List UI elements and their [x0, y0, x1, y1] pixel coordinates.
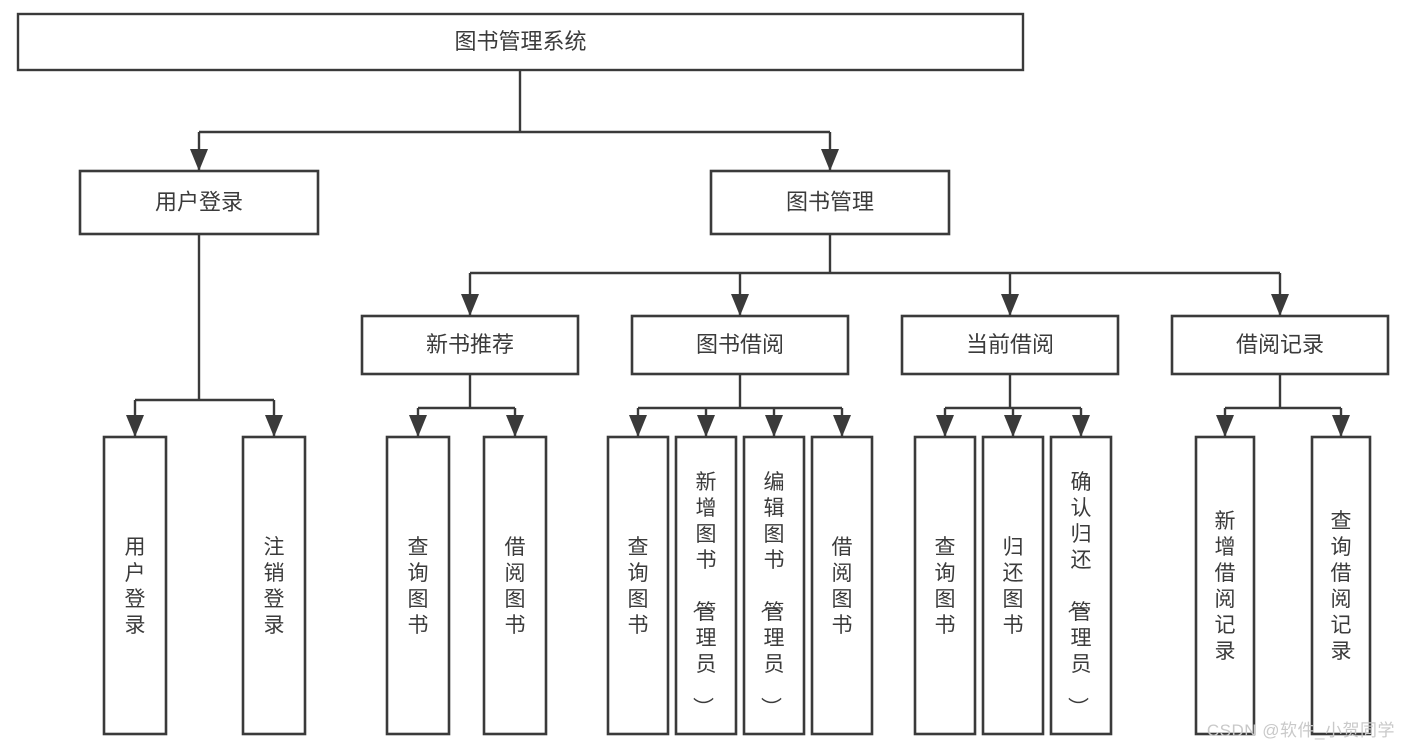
- node-box: [810, 435, 874, 736]
- node-box: [78, 169, 320, 236]
- node-label: 注销登录: [264, 536, 285, 637]
- node-box: [16, 12, 1025, 72]
- node-leaf-logout-login[interactable]: 注销登录: [241, 435, 307, 736]
- node-current-borrow[interactable]: 当前借阅: [900, 314, 1120, 376]
- node-label: 查询借阅记录: [1331, 510, 1352, 663]
- node-box: [630, 314, 850, 376]
- node-borrow-record[interactable]: 借阅记录: [1170, 314, 1390, 376]
- node-leaf-borrow-book-recommend[interactable]: 借阅图书: [482, 435, 548, 736]
- node-label: 借阅记录: [1236, 332, 1324, 357]
- node-leaf-query-book-current[interactable]: 查询图书: [913, 435, 977, 736]
- node-box: [913, 435, 977, 736]
- connector-group: [190, 70, 839, 171]
- node-box: [241, 435, 307, 736]
- node-leaf-add-book-admin[interactable]: 新增图书（管理员）: [674, 435, 738, 736]
- node-leaf-add-borrow-record[interactable]: 新增借阅记录: [1194, 435, 1256, 736]
- node-label: 编辑图书（管理员）: [759, 471, 785, 718]
- node-new-book-recommend[interactable]: 新书推荐: [360, 314, 580, 376]
- node-box: [709, 169, 951, 236]
- node-box: [742, 435, 806, 736]
- node-label: 新增图书（管理员）: [691, 471, 717, 718]
- node-label: 当前借阅: [966, 332, 1054, 357]
- node-leaf-edit-book-admin[interactable]: 编辑图书（管理员）: [742, 435, 806, 736]
- node-box: [981, 435, 1045, 736]
- node-label: 归还图书: [1003, 536, 1024, 637]
- node-label: 查询图书: [408, 536, 429, 637]
- node-box: [1170, 314, 1390, 376]
- node-user-login[interactable]: 用户登录: [78, 169, 320, 236]
- node-label: 新书推荐: [426, 332, 514, 357]
- node-book-borrow[interactable]: 图书借阅: [630, 314, 850, 376]
- connector-group: [629, 374, 851, 437]
- connector-group: [936, 374, 1090, 437]
- node-label: 图书管理: [786, 189, 874, 214]
- connector-group: [461, 234, 1289, 316]
- node-root[interactable]: 图书管理系统: [16, 12, 1025, 72]
- node-box: [900, 314, 1120, 376]
- node-leaf-query-borrow-record[interactable]: 查询借阅记录: [1310, 435, 1372, 736]
- node-box: [385, 435, 451, 736]
- node-leaf-query-book-borrow[interactable]: 查询图书: [606, 435, 670, 736]
- node-label: 借阅图书: [505, 536, 526, 637]
- connector-group: [1216, 374, 1350, 437]
- connector-group: [126, 234, 283, 437]
- node-label: 确认归还（管理员）: [1066, 471, 1092, 718]
- node-label: 查询图书: [628, 536, 649, 637]
- node-box: [102, 435, 168, 736]
- node-label: 用户登录: [125, 536, 146, 637]
- node-label: 借阅图书: [832, 536, 853, 637]
- node-label: 图书管理系统: [454, 29, 586, 54]
- node-label: 查询图书: [935, 536, 956, 637]
- node-box: [674, 435, 738, 736]
- watermark-text: CSDN @软件_小贺同学: [1206, 721, 1395, 740]
- node-box: [360, 314, 580, 376]
- node-box: [1310, 435, 1372, 736]
- node-box: [1049, 435, 1113, 736]
- node-box: [1194, 435, 1256, 736]
- node-leaf-return-book[interactable]: 归还图书: [981, 435, 1045, 736]
- node-label: 用户登录: [155, 189, 243, 214]
- node-layer: 图书管理系统用户登录图书管理新书推荐图书借阅当前借阅借阅记录用户登录注销登录查询…: [16, 12, 1390, 736]
- node-leaf-borrow-book[interactable]: 借阅图书: [810, 435, 874, 736]
- node-label: 图书借阅: [696, 332, 784, 357]
- connector-group: [409, 374, 524, 437]
- node-leaf-confirm-return-admin[interactable]: 确认归还（管理员）: [1049, 435, 1113, 736]
- node-book-manage[interactable]: 图书管理: [709, 169, 951, 236]
- node-box: [606, 435, 670, 736]
- node-leaf-query-book-recommend[interactable]: 查询图书: [385, 435, 451, 736]
- node-label: 新增借阅记录: [1215, 510, 1236, 663]
- node-box: [482, 435, 548, 736]
- connector-layer: [126, 70, 1350, 437]
- node-leaf-user-login[interactable]: 用户登录: [102, 435, 168, 736]
